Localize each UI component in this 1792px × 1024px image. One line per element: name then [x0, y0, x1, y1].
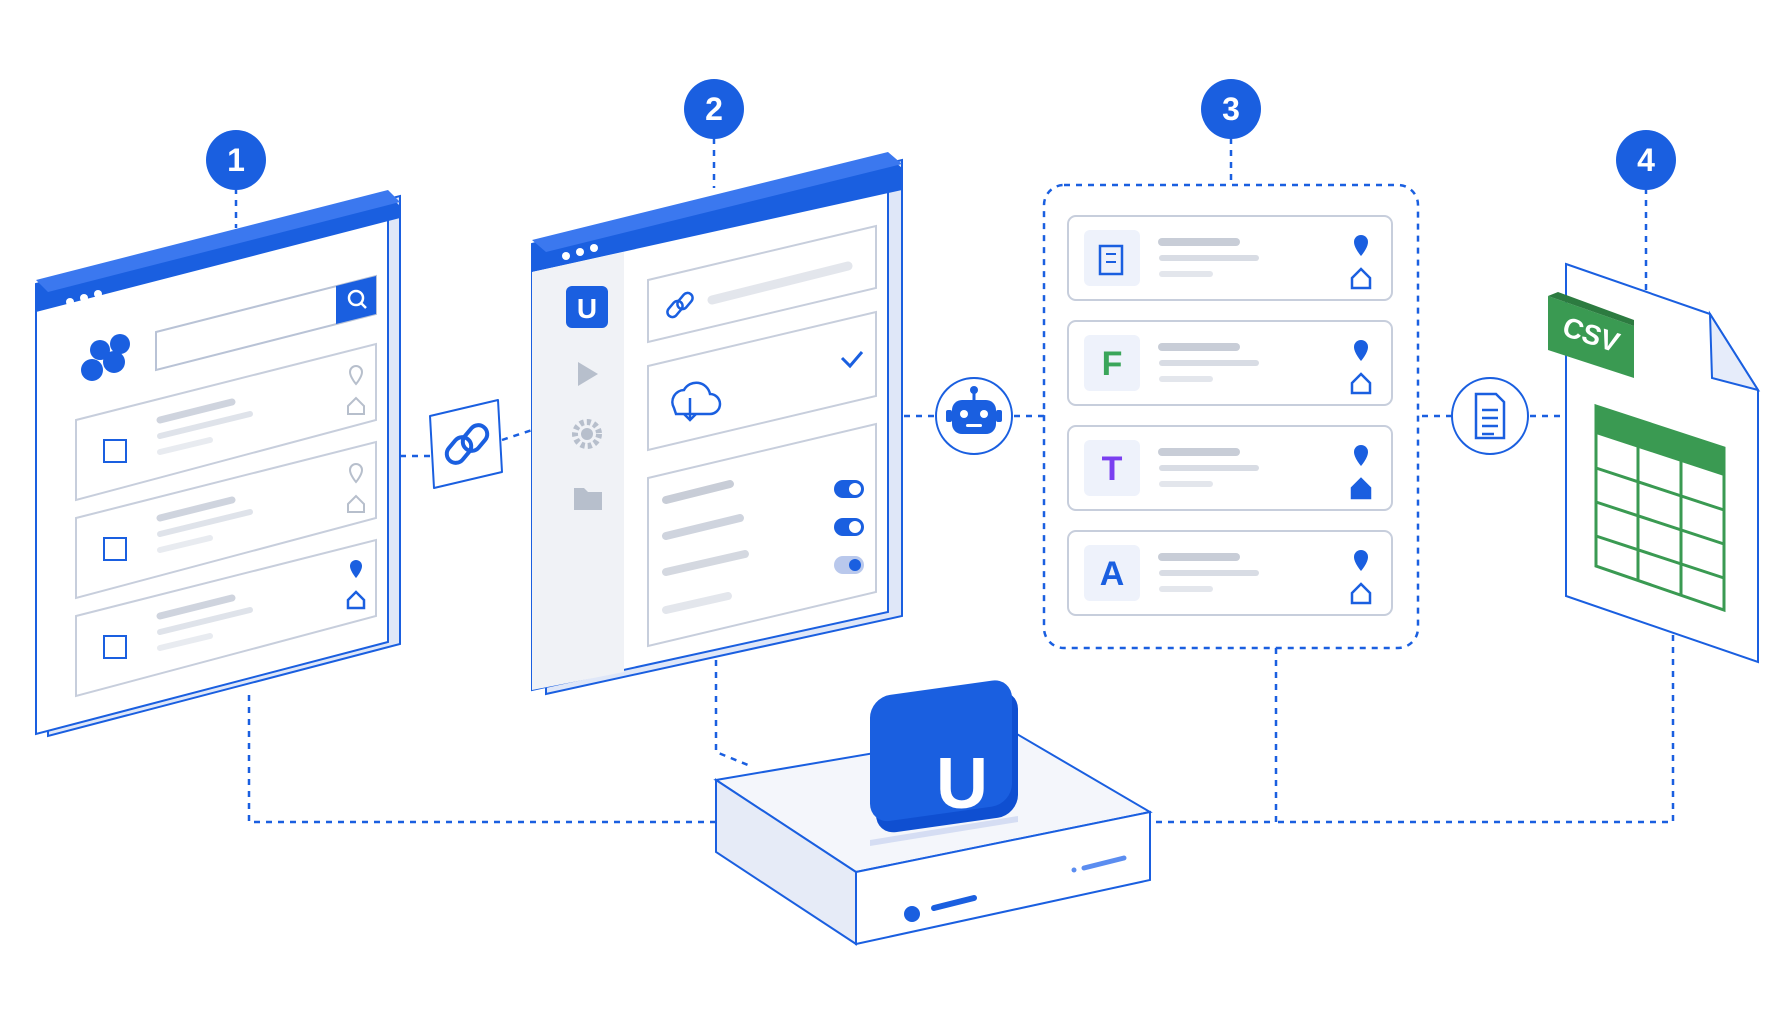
company-logo-tile — [1084, 440, 1140, 496]
home-icon — [1350, 582, 1372, 605]
search-icon — [347, 289, 365, 307]
company-logo-letter: T — [1102, 450, 1123, 488]
play-icon[interactable] — [578, 362, 598, 386]
company-logo-letter: F — [1102, 345, 1123, 383]
app-logo[interactable]: U — [566, 286, 608, 328]
robot-icon — [946, 386, 1002, 434]
svg-text:3: 3 — [1222, 91, 1240, 127]
listing-card[interactable] — [75, 342, 377, 502]
step3-results-panel: F T A — [1042, 183, 1420, 650]
app-sidebar — [532, 252, 624, 690]
step-badges: 1 2 3 4 — [206, 79, 1676, 190]
step2-app-window: U — [531, 152, 903, 696]
url-input-row[interactable] — [647, 224, 877, 344]
company-card[interactable] — [1067, 215, 1393, 301]
home-icon — [347, 494, 365, 513]
building-icon — [103, 635, 127, 659]
connector-lines — [234, 138, 1675, 824]
document-connector — [1451, 377, 1529, 455]
location-pin-icon — [348, 365, 364, 386]
step1-browser-window — [35, 190, 401, 738]
power-indicator — [904, 906, 920, 922]
location-pin-icon — [350, 560, 362, 578]
svg-text:4: 4 — [1637, 142, 1655, 178]
toggle-switch[interactable] — [834, 480, 864, 498]
step4-csv-file: CSV — [1548, 262, 1761, 664]
company-logo-tile — [1084, 230, 1140, 286]
location-pin-icon — [1354, 550, 1368, 571]
link-icon — [666, 291, 694, 319]
listing-cards — [75, 342, 377, 698]
company-card[interactable]: A — [1067, 530, 1393, 616]
step-badge-4: 4 — [1616, 130, 1676, 190]
svg-text:2: 2 — [705, 91, 723, 127]
folder-icon[interactable] — [574, 488, 602, 510]
link-connector — [429, 399, 503, 489]
gear-icon[interactable] — [572, 419, 602, 449]
svg-text:U: U — [577, 293, 597, 324]
building-icon — [103, 439, 127, 463]
cloud-download-icon — [671, 381, 722, 416]
location-pin-icon — [348, 463, 364, 484]
building-icon — [1098, 244, 1124, 276]
company-logo-tile — [1084, 545, 1140, 601]
location-pin-icon — [1354, 340, 1368, 361]
svg-text:1: 1 — [227, 142, 245, 178]
step-badge-3: 3 — [1201, 79, 1261, 139]
toggle-switch[interactable] — [834, 556, 864, 574]
company-card[interactable]: F — [1067, 320, 1393, 406]
location-pin-icon — [1350, 372, 1372, 395]
company-logo-letter: A — [1100, 555, 1125, 593]
toggle-list — [647, 422, 877, 648]
location-pin-icon — [1354, 445, 1368, 466]
svg-text:U: U — [936, 744, 988, 824]
window-dots — [66, 290, 102, 306]
download-row[interactable] — [647, 310, 877, 452]
home-icon — [1350, 477, 1372, 500]
check-icon — [840, 351, 864, 369]
listing-card[interactable] — [75, 440, 377, 600]
hub-logo: U — [870, 680, 1018, 846]
robot-connector — [935, 377, 1013, 455]
csv-tag: CSV — [1548, 292, 1634, 378]
home-icon — [347, 396, 365, 415]
company-logo-tile — [1084, 335, 1140, 391]
building-icon — [103, 537, 127, 561]
toggle-switch[interactable] — [834, 518, 864, 536]
link-icon — [444, 423, 490, 465]
step-badge-1: 1 — [206, 130, 266, 190]
home-icon — [1350, 267, 1372, 290]
search-button[interactable] — [336, 276, 376, 324]
location-pin-icon — [1354, 235, 1368, 256]
paw-logo-icon — [81, 334, 130, 381]
window-dots — [562, 244, 598, 260]
spreadsheet-icon — [1594, 403, 1726, 613]
document-icon — [1474, 392, 1506, 440]
step-badge-2: 2 — [684, 79, 744, 139]
company-card[interactable]: T — [1067, 425, 1393, 511]
listing-card[interactable] — [75, 538, 377, 698]
hub-device: U — [713, 680, 1153, 946]
home-icon — [346, 590, 366, 610]
